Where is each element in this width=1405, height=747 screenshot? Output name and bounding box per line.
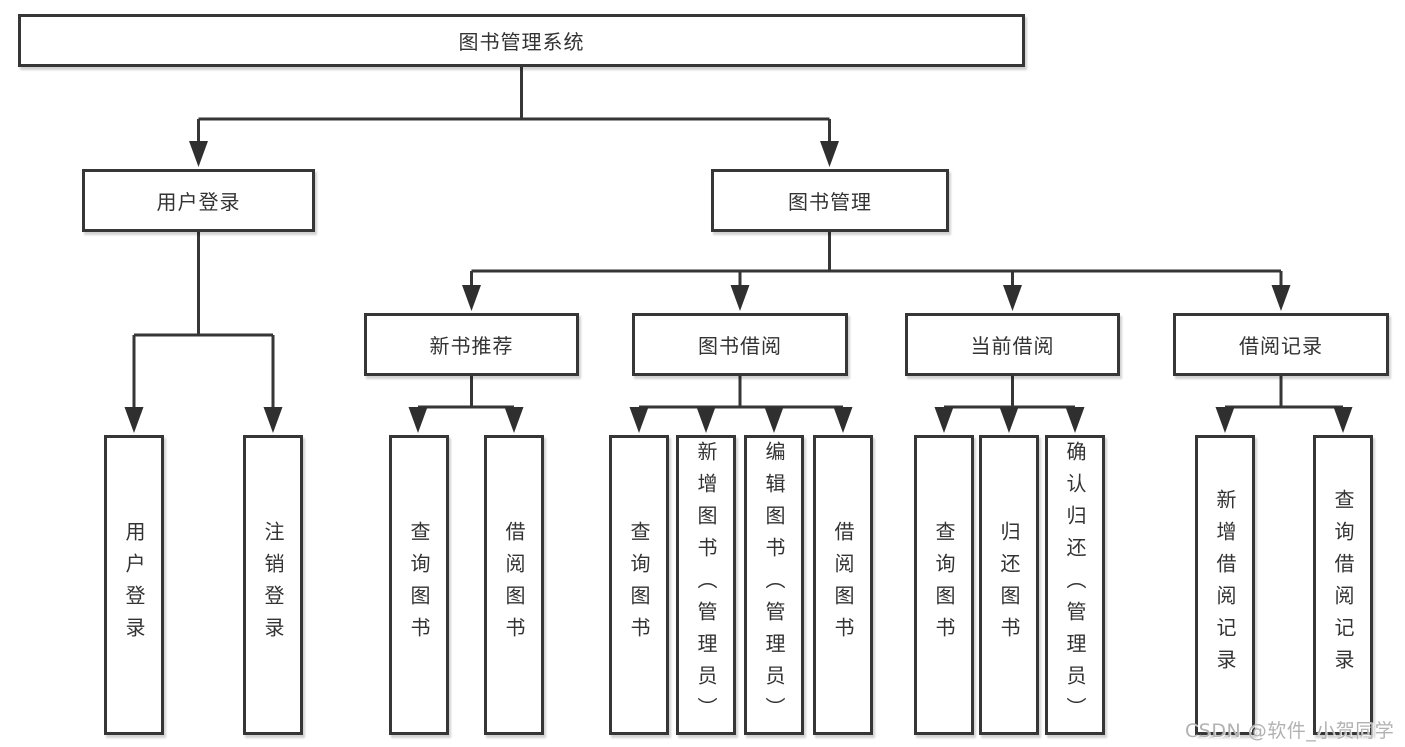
leaf-user-login: 用户登录 <box>104 435 164 735</box>
csdn-watermark: CSDN @软件_小贺同学 <box>1185 720 1395 742</box>
node-current-borrowing-label: 当前借阅 <box>970 334 1055 358</box>
leaf-add-borrow-record-label: 新增借阅记录 <box>1213 489 1237 681</box>
leaf-confirm-return-admin: 确认归还（管理员） <box>1045 435 1105 735</box>
node-borrow-records-label: 借阅记录 <box>1239 334 1323 358</box>
leaf-logout-label: 注销登录 <box>261 521 285 649</box>
edges-book-borrowing <box>637 376 845 414</box>
root-node-label: 图书管理系统 <box>458 30 585 54</box>
edges-new-book-recommend <box>416 376 516 414</box>
root-node-system: 图书管理系统 <box>18 14 1025 67</box>
leaf-borrow-books-recommend: 借阅图书 <box>484 435 544 735</box>
leaf-query-books-borrowing: 查询图书 <box>609 435 669 735</box>
leaf-add-books-admin-label: 新增图书（管理员） <box>694 441 718 729</box>
node-user-login-label: 用户登录 <box>156 190 241 214</box>
node-book-borrowing: 图书借阅 <box>632 313 848 376</box>
node-new-book-recommend: 新书推荐 <box>364 313 579 376</box>
node-borrow-records: 借阅记录 <box>1173 313 1389 376</box>
edges-root <box>197 67 831 150</box>
leaf-query-books-recommend: 查询图书 <box>389 435 449 735</box>
leaf-query-books-recommend-label: 查询图书 <box>407 521 431 649</box>
edges-user-login <box>132 232 275 414</box>
edges-borrow-records <box>1223 376 1345 414</box>
leaf-query-borrow-record-label: 查询借阅记录 <box>1331 489 1355 681</box>
leaf-borrow-books-borrowing-label: 借阅图书 <box>831 521 855 649</box>
leaf-user-login-label: 用户登录 <box>122 521 146 649</box>
leaf-borrow-books-recommend-label: 借阅图书 <box>502 521 526 649</box>
leaf-return-books: 归还图书 <box>979 435 1039 735</box>
leaf-return-books-label: 归还图书 <box>997 521 1021 649</box>
node-book-management: 图书管理 <box>711 169 949 232</box>
node-book-borrowing-label: 图书借阅 <box>698 334 782 358</box>
leaf-add-books-admin: 新增图书（管理员） <box>676 435 736 735</box>
edges-book-management <box>470 232 1283 292</box>
node-book-management-label: 图书管理 <box>788 190 872 214</box>
leaf-query-books-current: 查询图书 <box>914 435 974 735</box>
arrowheads <box>124 141 1353 433</box>
leaf-logout: 注销登录 <box>243 435 303 735</box>
node-current-borrowing: 当前借阅 <box>905 313 1120 376</box>
leaf-query-books-borrowing-label: 查询图书 <box>627 521 651 649</box>
leaf-confirm-return-admin-label: 确认归还（管理员） <box>1063 441 1087 729</box>
node-user-login: 用户登录 <box>82 169 315 232</box>
node-new-book-recommend-label: 新书推荐 <box>429 334 514 358</box>
leaf-add-borrow-record: 新增借阅记录 <box>1195 435 1255 735</box>
leaf-edit-books-admin: 编辑图书（管理员） <box>744 435 804 735</box>
leaf-query-borrow-record: 查询借阅记录 <box>1313 435 1373 735</box>
leaf-borrow-books-borrowing: 借阅图书 <box>813 435 873 735</box>
leaf-edit-books-admin-label: 编辑图书（管理员） <box>762 441 786 729</box>
leaf-query-books-current-label: 查询图书 <box>932 521 956 649</box>
